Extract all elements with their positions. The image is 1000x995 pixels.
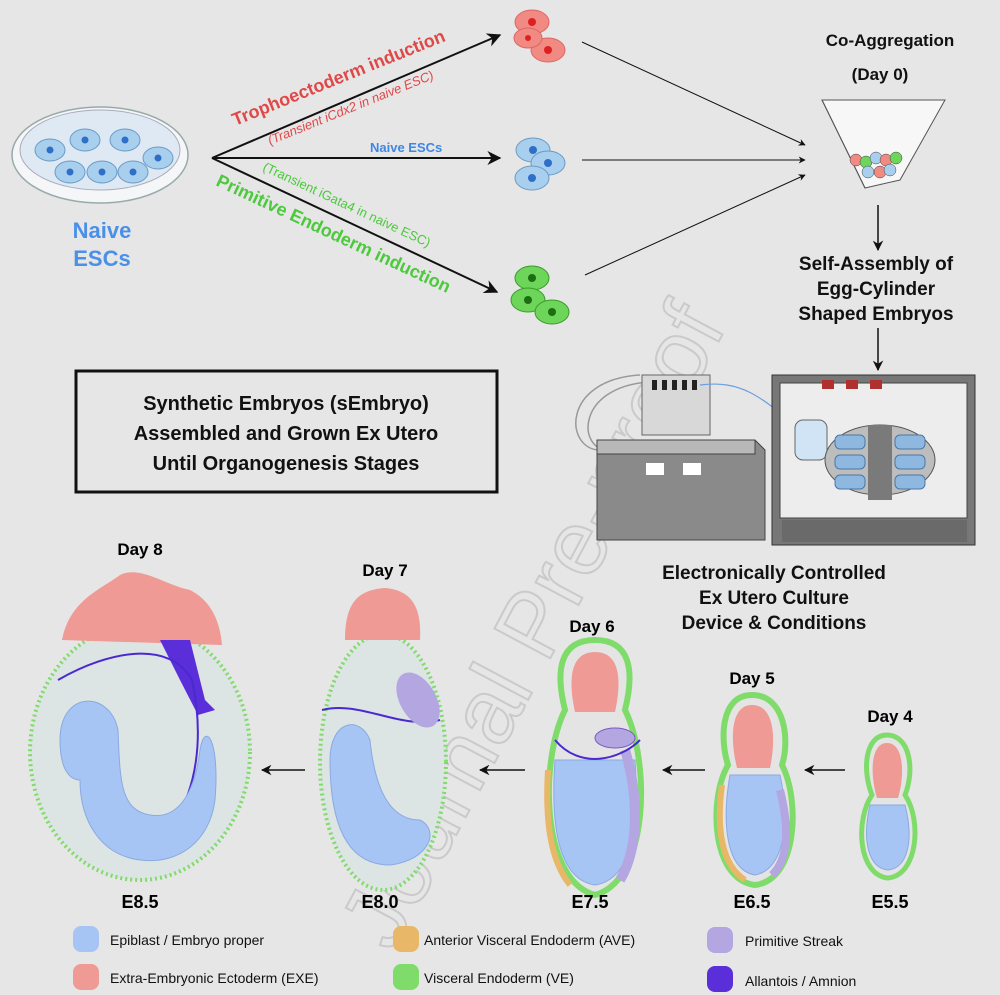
device-caption: Device & Conditions xyxy=(682,613,867,634)
device-caption: Electronically Controlled xyxy=(662,563,886,584)
embryo-day5 xyxy=(713,691,796,889)
legend-label: Epiblast / Embryo proper xyxy=(110,932,264,948)
stage-label: E8.0 xyxy=(361,892,398,912)
embryo-day4 xyxy=(859,732,918,881)
naive-cells xyxy=(514,137,566,191)
trophoectoderm-cells xyxy=(513,9,566,63)
day-label: Day 5 xyxy=(729,669,774,688)
arrow xyxy=(211,33,502,159)
legend-label: Allantois / Amnion xyxy=(745,973,856,989)
source-label: Naive xyxy=(73,218,132,243)
arrow xyxy=(581,41,806,146)
stage-label: E8.5 xyxy=(121,892,158,912)
legend-label: Visceral Endoderm (VE) xyxy=(424,970,574,986)
embryo-day6 xyxy=(544,636,644,899)
legend-swatch xyxy=(393,926,419,952)
legend-swatch xyxy=(707,966,733,992)
source-label: ESCs xyxy=(73,246,130,271)
aggregation-well xyxy=(821,99,946,189)
summary-text: Assembled and Grown Ex Utero xyxy=(134,423,439,445)
day-label: Day 6 xyxy=(569,617,614,636)
legend-label: Extra-Embryonic Ectoderm (EXE) xyxy=(110,970,319,986)
pe-cells xyxy=(510,265,570,325)
arrow xyxy=(584,174,806,276)
arrow xyxy=(211,157,499,293)
coagg-title: Co-Aggregation xyxy=(826,31,954,50)
device-caption: Ex Utero Culture xyxy=(699,588,849,609)
legend-swatch xyxy=(73,964,99,990)
embryo-day7 xyxy=(318,588,448,892)
day-label: Day 8 xyxy=(117,540,162,559)
legend-label: Anterior Visceral Endoderm (AVE) xyxy=(424,932,635,948)
embryo-day8 xyxy=(28,572,252,882)
legend-label: Primitive Streak xyxy=(745,933,844,949)
legend-swatch xyxy=(73,926,99,952)
naive-path-label: Naive ESCs xyxy=(370,140,442,155)
stage-label: E7.5 xyxy=(571,892,608,912)
day-label: Day 4 xyxy=(867,707,913,726)
summary-box xyxy=(74,369,499,494)
coagg-day: (Day 0) xyxy=(852,65,909,84)
legend-swatch xyxy=(707,927,733,953)
legend: Epiblast / Embryo proper Extra-Embryonic… xyxy=(73,926,856,992)
culture-device xyxy=(575,374,976,546)
petri-dish xyxy=(11,106,189,204)
summary-text: Until Organogenesis Stages xyxy=(153,453,420,475)
self-assembly-text: Self-Assembly of xyxy=(799,254,954,275)
self-assembly-text: Egg-Cylinder xyxy=(817,279,936,300)
day-label: Day 7 xyxy=(362,561,407,580)
summary-text: Synthetic Embryos (sEmbryo) xyxy=(143,393,429,415)
stage-label: E5.5 xyxy=(871,892,908,912)
legend-swatch xyxy=(393,964,419,990)
stage-label: E6.5 xyxy=(733,892,770,912)
self-assembly-text: Shaped Embryos xyxy=(798,304,953,325)
